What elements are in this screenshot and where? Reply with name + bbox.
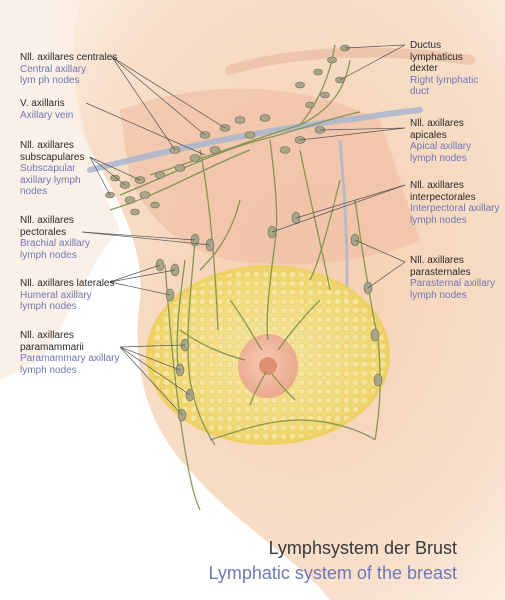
axillary-vein [87, 107, 423, 173]
label-en: Parasternal axillary lymph nodes [410, 278, 496, 301]
leader-lines [81, 44, 406, 416]
label-en: Central axillary lym ph nodes [20, 63, 87, 87]
label-en: Apical axillary lymph nodes [410, 141, 472, 164]
label-de: Nll. axillares centrales [20, 52, 118, 63]
nipple [259, 357, 277, 375]
label-en: Paramammary axillary lymph nodes [20, 353, 120, 376]
label-paramammary: Nll. axillares paramammarii Paramammary … [20, 330, 119, 376]
label-de: Nll. axillares pectorales [20, 215, 74, 238]
label-de: Nll. axillares subscapulares [20, 140, 85, 163]
clavicle [225, 47, 475, 75]
title-english: Lymphatic system of the breast [208, 563, 457, 583]
label-en: Right lymphatic duct [410, 74, 479, 98]
label-parasternal: Nll. axillares parasternales Parasternal… [410, 255, 495, 301]
label-subscapular: Nll. axillares subscapulares Subscapular… [20, 140, 84, 198]
title-german: Lymphsystem der Brust [268, 538, 457, 558]
label-en: Axillary vein [20, 109, 74, 121]
label-de: Nll. axillares laterales [20, 278, 115, 289]
label-de: Nll. axillares paramammarii [20, 330, 84, 353]
label-en: Subscapular axillary lymph nodes [20, 163, 81, 197]
label-de: V. axillaris [20, 98, 65, 109]
label-de: Nll. axillares apicales [410, 118, 464, 141]
label-axillary-vein: V. axillaris Axillary vein [20, 98, 73, 121]
arm-shading [0, 0, 120, 380]
label-apical: Nll. axillares apicales Apical axillary … [410, 118, 471, 164]
label-de: Ductus lymphaticus dexter [410, 40, 463, 74]
label-en: Brachial axillary lymph nodes [20, 238, 91, 261]
label-right-lymphatic-duct: Ductus lymphaticus dexter Right lymphati… [410, 40, 478, 98]
label-en: Interpectoral axillary lymph nodes [410, 203, 500, 226]
label-lateral: Nll. axillares laterales Humeral axillar… [20, 278, 114, 313]
label-interpectoral: Nll. axillares interpectorales Interpect… [410, 180, 499, 226]
label-en: Humeral axillary lymph nodes [20, 289, 92, 313]
label-de: Nll. axillares parasternales [410, 255, 471, 278]
label-central-axillary: Nll. axillares centrales Central axillar… [20, 52, 117, 87]
label-de: Nll. axillares interpectorales [410, 180, 476, 203]
label-pectoral: Nll. axillares pectorales Brachial axill… [20, 215, 90, 261]
